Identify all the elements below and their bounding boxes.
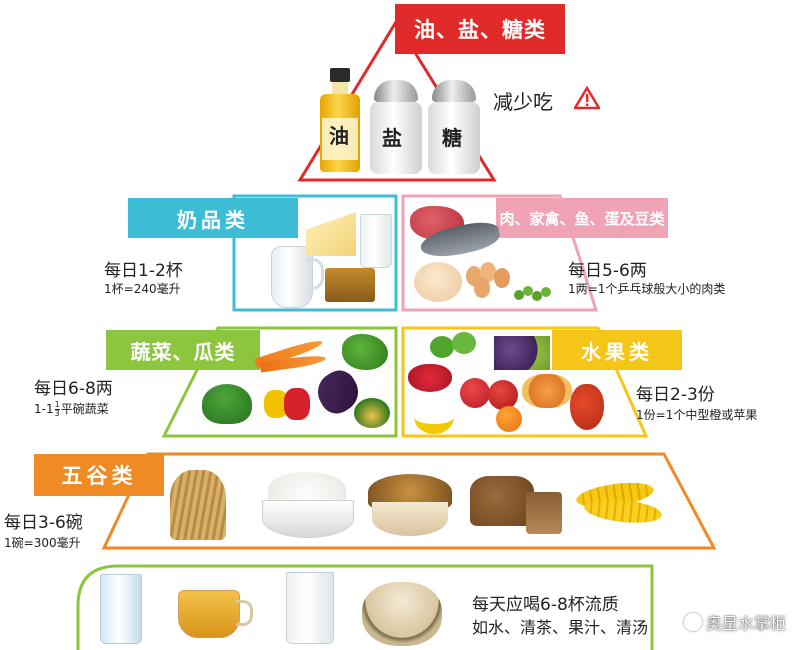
fruit-main-note: 每日2-3份 bbox=[636, 385, 715, 405]
bell-peppers-image bbox=[264, 386, 312, 422]
lettuce-image bbox=[342, 334, 388, 370]
salt-shaker-image bbox=[370, 80, 422, 174]
vegetable-sub-suffix: 平碗蔬菜 bbox=[60, 402, 109, 416]
milk-glass-image bbox=[360, 214, 392, 268]
dairy-category-label: 奶品类 bbox=[128, 198, 298, 238]
pear-image bbox=[570, 384, 604, 430]
salt-jar-label: 盐 bbox=[382, 126, 402, 150]
grain-main-note: 每日3-6碗 bbox=[4, 513, 83, 533]
fruit-sub-note: 1份=1个中型橙或苹果 bbox=[636, 408, 758, 422]
watermelon-image bbox=[354, 398, 390, 428]
top-category-label: 油、盐、糖类 bbox=[395, 4, 565, 54]
papaya-image bbox=[522, 374, 572, 408]
meat-category-label: 肉、家禽、鱼、蛋及豆类 bbox=[496, 198, 668, 238]
meat-main-note: 每日5-6两 bbox=[568, 261, 647, 281]
chicken-image bbox=[414, 262, 462, 302]
milk-drink-glass-image bbox=[286, 572, 334, 644]
fluid-main-note: 每天应喝6-8杯流质 bbox=[472, 595, 619, 615]
fruit-category-label: 水果类 bbox=[552, 330, 682, 370]
top-advice-text: 减少吃 bbox=[493, 90, 553, 114]
meat-sub-note: 1两=1个乒乓球般大小的肉类 bbox=[568, 282, 726, 296]
milk-jug-image bbox=[265, 246, 324, 308]
broccoli-image bbox=[202, 384, 252, 424]
soup-pot-image bbox=[362, 572, 442, 646]
wheat-image bbox=[170, 470, 226, 540]
rice-bowl-image bbox=[262, 472, 354, 538]
oil-bottle-image bbox=[318, 68, 362, 172]
watermark: 奥星水掌柜 bbox=[683, 610, 786, 634]
tea-cup-image bbox=[172, 590, 253, 640]
grain-category-label: 五谷类 bbox=[34, 454, 164, 496]
grapes-image bbox=[494, 336, 550, 370]
dairy-main-note: 每日1-2杯 bbox=[104, 261, 183, 281]
granola-bowl-image bbox=[368, 474, 452, 536]
limes-image bbox=[430, 332, 478, 362]
water-glass-image bbox=[100, 574, 142, 644]
fraction-numerator: 1 bbox=[54, 400, 60, 410]
vegetable-main-note: 每日6-8两 bbox=[34, 379, 113, 399]
vegetable-sub-prefix: 1-1 bbox=[34, 402, 54, 416]
cheese-image bbox=[306, 212, 356, 256]
grain-sub-note: 1碗=300毫升 bbox=[4, 536, 81, 550]
warning-icon bbox=[574, 86, 600, 110]
peas-image bbox=[514, 286, 552, 304]
eggs-image bbox=[466, 262, 512, 298]
sugar-jar-label: 糖 bbox=[442, 126, 462, 150]
oil-jar-label: 油 bbox=[329, 124, 349, 148]
sugar-shaker-image bbox=[428, 80, 480, 174]
fraction-denominator: 3 bbox=[54, 409, 60, 418]
strawberries-image bbox=[408, 364, 452, 392]
butter-block-image bbox=[325, 268, 375, 302]
watermark-text: 奥星水掌柜 bbox=[705, 614, 786, 633]
orange-image bbox=[496, 406, 522, 432]
wechat-logo-icon bbox=[683, 613, 702, 631]
bread-loaf-image bbox=[470, 476, 564, 536]
dairy-sub-note: 1杯=240毫升 bbox=[104, 282, 181, 296]
vegetable-category-label: 蔬菜、瓜类 bbox=[106, 330, 260, 370]
bananas-image bbox=[414, 400, 454, 434]
fluid-sub-note: 如水、清茶、果汁、清汤 bbox=[472, 618, 649, 637]
apples-image bbox=[460, 376, 520, 410]
